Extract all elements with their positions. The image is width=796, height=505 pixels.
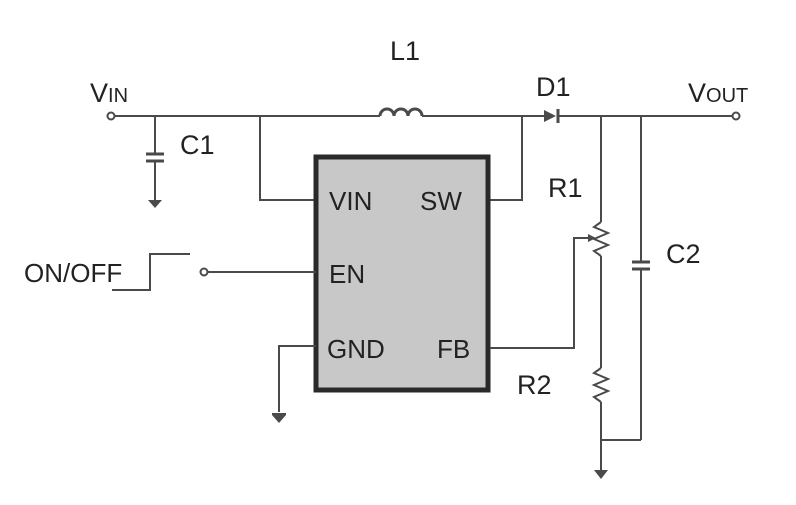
c2-label: C2 [666, 239, 701, 269]
capacitor-c2 [601, 116, 650, 441]
r1-label: R1 [548, 173, 583, 203]
gnd-pin-wire [272, 345, 316, 423]
vin-pin-wire [259, 116, 316, 201]
c1-label: C1 [180, 130, 215, 160]
input-rail [106, 111, 380, 121]
ic-pin-fb: FB [437, 334, 470, 364]
vout-terminal [731, 111, 741, 121]
ic-body [313, 154, 491, 393]
vin-terminal [106, 111, 116, 121]
vin-terminal-label: VIN [90, 78, 128, 108]
ic-pin-gnd: GND [327, 334, 385, 364]
diode-label: D1 [536, 72, 571, 102]
ic-pin-vin: VIN [329, 186, 372, 216]
capacitor-c1 [146, 116, 164, 208]
ic-pin-sw: SW [420, 186, 462, 216]
sw-pin-wire [490, 116, 523, 201]
on-off-label: ON/OFF [24, 258, 122, 288]
inductor-label: L1 [390, 36, 420, 66]
resistor-divider [591, 116, 611, 479]
ground-symbol [148, 200, 162, 208]
inductor-l1 [378, 107, 544, 117]
diode-d1 [544, 109, 741, 123]
fb-pin-wire [490, 234, 596, 349]
on-off-signal [112, 253, 316, 291]
ic-pin-en: EN [329, 259, 365, 289]
vout-terminal-label: VOUT [688, 78, 748, 108]
r2-label: R2 [517, 370, 552, 400]
